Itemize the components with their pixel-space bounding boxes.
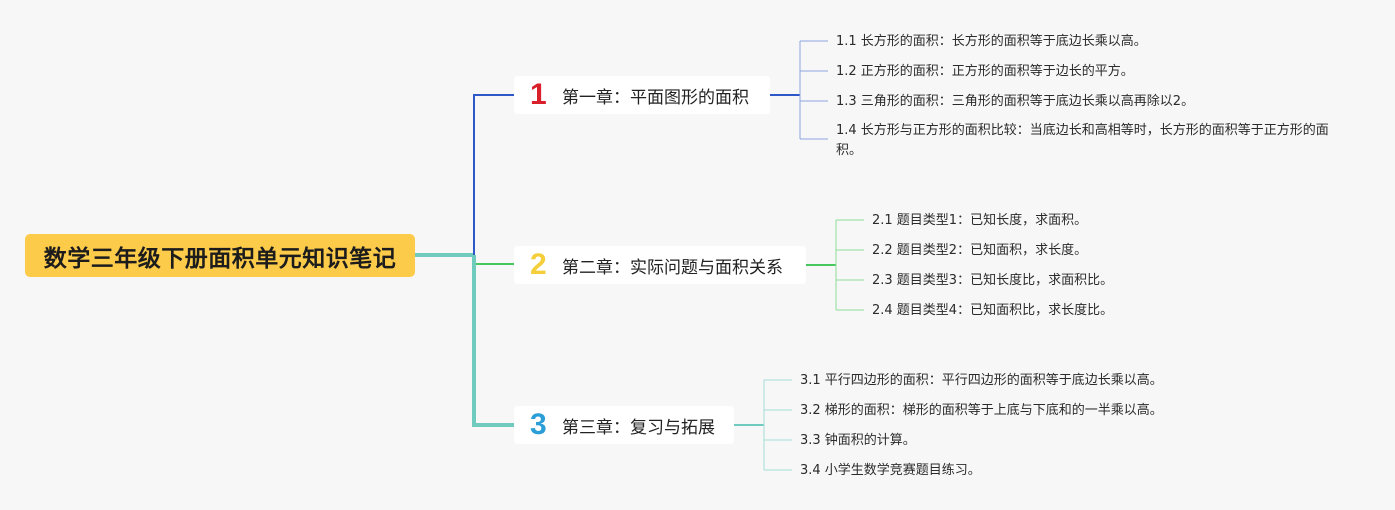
chapter-1-topic[interactable]: 1 第一章：平面图形的面积 bbox=[514, 76, 770, 114]
subtopic-2-2[interactable]: 2.2 题目类型2：已知面积，求长度。 bbox=[872, 243, 1088, 258]
subtopic-2-1[interactable]: 2.1 题目类型1：已知长度，求面积。 bbox=[872, 213, 1088, 228]
subtopic-2-3[interactable]: 2.3 题目类型3：已知长度比，求面积比。 bbox=[872, 273, 1114, 288]
subtopic-3-4[interactable]: 3.4 小学生数学竞赛题目练习。 bbox=[800, 463, 981, 478]
subtopic-2-4[interactable]: 2.4 题目类型4：已知面积比，求长度比。 bbox=[872, 303, 1114, 318]
subtopic-1-3[interactable]: 1.3 三角形的面积：三角形的面积等于底边长乘以高再除以2。 bbox=[836, 94, 1195, 109]
subtopic-3-3[interactable]: 3.3 钟面积的计算。 bbox=[800, 433, 916, 448]
number-2-icon: 2 bbox=[530, 248, 547, 281]
number-3-icon: 3 bbox=[530, 408, 547, 441]
subtopic-3-2[interactable]: 3.2 梯形的面积：梯形的面积等于上底与下底和的一半乘以高。 bbox=[800, 403, 1163, 418]
chapter-3-title: 第三章：复习与拓展 bbox=[562, 417, 715, 438]
subtopic-3-1[interactable]: 3.1 平行四边形的面积：平行四边形的面积等于底边长乘以高。 bbox=[800, 373, 1163, 388]
chapter-3-topic[interactable]: 3 第三章：复习与拓展 bbox=[514, 406, 734, 444]
subtopic-1-1[interactable]: 1.1 长方形的面积：长方形的面积等于底边长乘以高。 bbox=[836, 34, 1147, 49]
number-1-icon: 1 bbox=[530, 78, 547, 111]
chapter-2-title: 第二章：实际问题与面积关系 bbox=[562, 257, 783, 278]
root-topic[interactable]: 数学三年级下册面积单元知识笔记 bbox=[25, 234, 415, 277]
chapter-2-topic[interactable]: 2 第二章：实际问题与面积关系 bbox=[514, 246, 806, 284]
subtopic-1-2[interactable]: 1.2 正方形的面积：正方形的面积等于边长的平方。 bbox=[836, 64, 1134, 79]
chapter-1-title: 第一章：平面图形的面积 bbox=[562, 87, 749, 108]
subtopic-1-4[interactable]: 1.4 长方形与正方形的面积比较：当底边长和高相等时，长方形的面积等于正方形的面… bbox=[836, 123, 1329, 158]
